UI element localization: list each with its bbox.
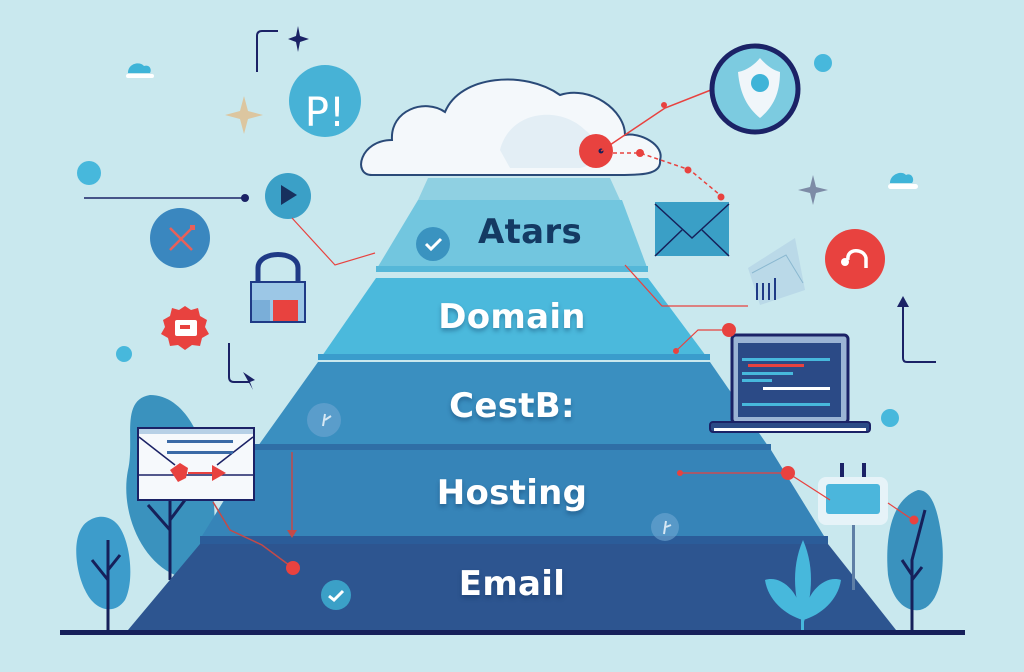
arrow-head [287,530,297,538]
connector-line [600,87,717,152]
arrow-up-icon [902,303,936,363]
clock-icon [651,513,679,541]
check-icon [321,580,351,610]
connector-dot [241,194,249,202]
pyramid-cap [418,178,620,200]
document-envelope-icon [748,238,805,305]
bracket-line [256,30,278,72]
connector-line [624,264,748,307]
cursor-icon [243,372,255,390]
connector-line [291,217,376,266]
sparkle-icon [798,175,828,205]
plant-icon [765,540,841,630]
connector-dot [677,470,683,476]
envelope-icon [654,202,730,257]
signpost-icon [818,463,888,590]
connector-line [613,152,721,196]
play-icon [265,173,311,219]
connector-node [579,134,613,168]
tier-divider [200,536,828,544]
connector-node [722,323,736,337]
connector-dot [684,166,692,174]
connector-dot [636,149,644,157]
tier-label-2: Domain [438,297,586,337]
pyramid-tier-2 [322,278,706,356]
laptop-icon [709,333,871,433]
bracket-line [228,343,250,383]
tier-divider [376,266,648,272]
tier-label-3: CestB: [449,386,575,426]
tier-divider [255,444,771,450]
p-badge-label: P! [304,90,346,136]
p-badge [289,65,361,137]
connector-dot [909,515,919,525]
ground-line [60,630,965,635]
sparkle-icon [225,96,263,134]
connector-node [286,561,300,575]
tree-icon [76,516,131,630]
connector-node [781,466,795,480]
connector-line [675,329,728,352]
calendar-badge-icon [161,306,209,350]
connector-dot [661,102,667,108]
tier-label-4: Hosting [436,473,588,513]
cloud-icon [126,63,154,78]
decor-dot [881,409,899,427]
tools-icon [150,208,210,268]
check-icon [416,227,450,261]
sparkle-icon [288,26,309,52]
cloud-icon [888,172,918,189]
decor-dot [116,346,132,362]
connector-line [887,502,914,521]
arrow-head [897,296,909,307]
tier-label-5: Email [458,564,566,604]
decor-dot [77,161,101,185]
connector-line [212,501,294,569]
pyramid-tier-3 [258,362,768,446]
decor-dot [814,54,832,72]
support-badge-icon [825,229,885,289]
pyramid-tier-5 [128,544,896,630]
tree-icon [887,490,943,630]
connector-dot [717,193,725,201]
cloud-icon [360,78,662,176]
shield-location-icon [709,43,801,135]
padlock-icon [250,252,306,323]
tier-label-1: Atars [477,212,582,252]
clock-icon [307,403,341,437]
tier-divider [318,354,710,360]
mail-card-icon [137,427,255,501]
connector-dot [673,348,679,354]
